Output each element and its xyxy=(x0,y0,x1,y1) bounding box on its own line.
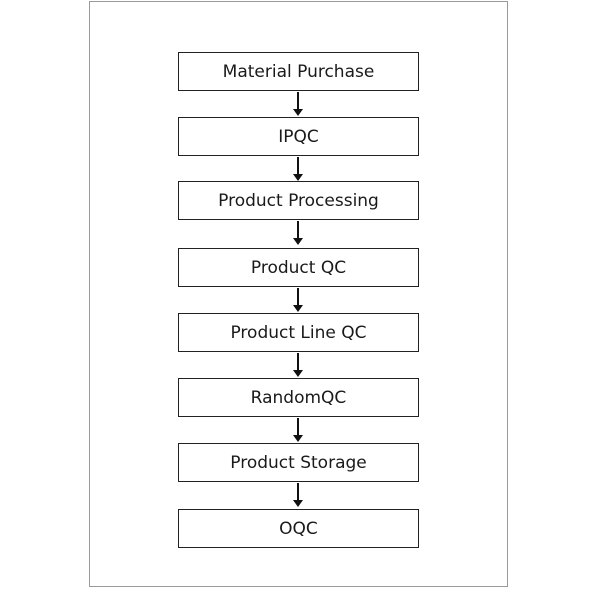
arrow-down-icon xyxy=(292,288,304,312)
arrow-down-icon xyxy=(292,157,304,181)
step-random-qc: RandomQC xyxy=(178,378,419,417)
step-ipqc: IPQC xyxy=(178,117,419,156)
arrow-down-icon xyxy=(292,353,304,377)
step-product-storage: Product Storage xyxy=(178,443,419,482)
step-material-purchase: Material Purchase xyxy=(178,52,419,91)
arrow-down-icon xyxy=(292,221,304,245)
arrow-down-icon xyxy=(292,418,304,442)
step-product-processing: Product Processing xyxy=(178,181,419,220)
arrow-down-icon xyxy=(292,92,304,116)
step-product-line-qc: Product Line QC xyxy=(178,313,419,352)
arrow-down-icon xyxy=(292,483,304,507)
step-oqc: OQC xyxy=(178,509,419,548)
step-product-qc: Product QC xyxy=(178,248,419,287)
